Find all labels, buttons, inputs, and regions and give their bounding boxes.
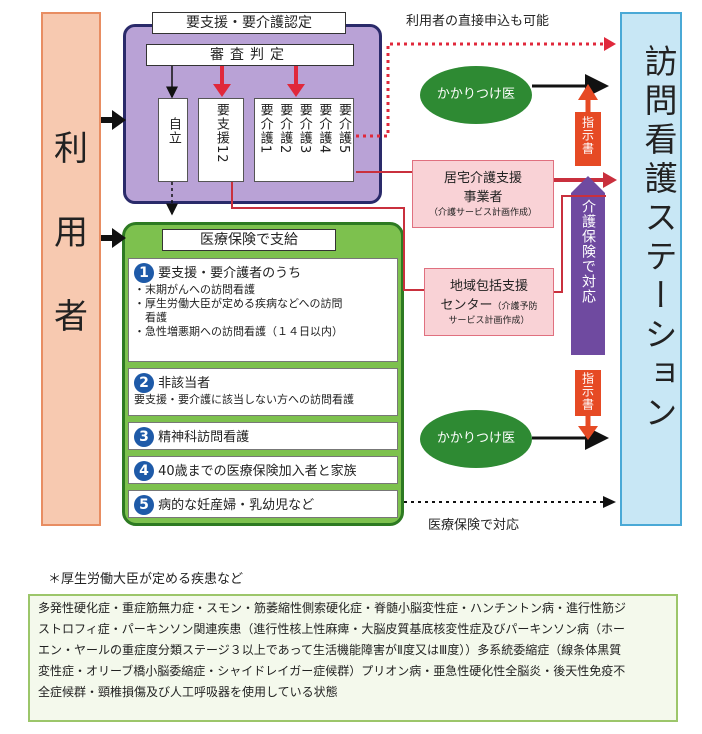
care-level-2: 要介護2 xyxy=(277,103,293,155)
family-doctor-top: かかりつけ医 xyxy=(420,66,532,124)
regional-to-care-col xyxy=(554,195,606,293)
care-level-4: 要介護4 xyxy=(316,103,332,155)
office-to-station-head xyxy=(603,172,617,188)
instruction-bottom: 指示書 xyxy=(575,370,601,416)
instruction-top-label: 指示書 xyxy=(580,116,595,155)
regional-line1: 地域包括支援 xyxy=(449,279,528,294)
item-head-2: 非該当者 xyxy=(158,376,211,391)
independent-label: 自立 xyxy=(165,117,181,145)
medical-item-3: 3 精神科訪問看護 xyxy=(128,422,398,450)
support-to-regional-line xyxy=(231,182,424,291)
item-number-3: 3 xyxy=(134,427,154,447)
item-1-sub-1: ・末期がんへの訪問看護 xyxy=(134,283,255,296)
review-label: 審査判定 xyxy=(146,44,354,66)
care-insurance-text: 介護保険で対応 xyxy=(580,199,596,304)
instruction-top-arrow-head xyxy=(578,84,598,100)
medical-item-5: 5 病的な妊産婦・乳幼児など xyxy=(128,490,398,518)
certification-title: 要支援・要介護認定 xyxy=(152,12,346,34)
user-label-char-3: 者 xyxy=(54,297,88,337)
medical-item-2: 2 非該当者 要支援・要介護に該当しない方への訪問看護 xyxy=(128,368,398,416)
footnote-title: ＊厚生労働大臣が定める疾患など xyxy=(48,572,244,587)
medical-title: 医療保険で支給 xyxy=(162,229,336,251)
independent-box: 自立 xyxy=(158,98,188,182)
item-number-2: 2 xyxy=(134,373,154,393)
instruction-bottom-head xyxy=(578,426,598,440)
item-number-4: 4 xyxy=(134,461,154,481)
review-to-support-head xyxy=(213,84,231,97)
care-insurance-up-head xyxy=(571,176,605,193)
footnote-line-2: ストロフィ症・パーキンソン関連疾患（進行性核上性麻痺・大脳皮質基底核変性症及びパ… xyxy=(38,622,626,636)
item-number-1: 1 xyxy=(134,263,154,283)
care-support-line2: 事業者 xyxy=(463,190,503,205)
regional-sub-b: サービス計画作成） xyxy=(448,316,530,326)
item-1-sub-4: ・急性増悪期への訪問看護（１４日以内） xyxy=(134,325,343,338)
footnote-box: 多発性硬化症・重症筋無力症・スモン・筋萎縮性側索硬化症・脊髄小脳変性症・ハンチン… xyxy=(28,594,678,722)
care-support-sub: （介護サービス計画作成） xyxy=(428,208,537,218)
item-1-sub-2: ・厚生労働大臣が定める疾病などへの訪問 xyxy=(134,297,343,310)
user-to-cert-head xyxy=(112,110,126,130)
footnote-line-3: エン・ヤールの重症度分類ステージ３以上であって生活機能障害がⅡ度又はⅢ度））多系… xyxy=(38,643,622,657)
item-head-3: 精神科訪問看護 xyxy=(158,430,250,445)
regional-line2: センター xyxy=(440,298,493,313)
support-box: 要支援12 xyxy=(198,98,244,182)
medical-item-1: 1 要支援・要介護者のうち ・末期がんへの訪問看護 ・厚生労働大臣が定める疾病な… xyxy=(128,258,398,362)
item-head-4: 40歳までの医療保険加入者と家族 xyxy=(158,464,357,479)
medical-to-station-head xyxy=(603,496,616,508)
station-column: 訪問看護ステーション xyxy=(620,12,682,526)
regional-center: 地域包括支援 センター（介護予防 サービス計画作成） xyxy=(424,268,554,336)
item-head-1: 要支援・要介護者のうち xyxy=(158,266,302,281)
care-level-5: 要介護5 xyxy=(335,103,351,155)
footnote-line-1: 多発性硬化症・重症筋無力症・スモン・筋萎縮性側索硬化症・脊髄小脳変性症・ハンチン… xyxy=(38,601,627,615)
medical-insurance-label: 医療保険で対応 xyxy=(428,518,520,533)
user-column: 利 用 者 xyxy=(41,12,101,526)
review-to-care-head xyxy=(287,84,305,97)
regional-sub-a: （介護予防 xyxy=(492,302,538,312)
user-to-medical-head xyxy=(112,228,126,248)
medical-item-4: 4 40歳までの医療保険加入者と家族 xyxy=(128,456,398,484)
care-support-office: 居宅介護支援 事業者 （介護サービス計画作成） xyxy=(412,160,554,228)
station-label: 訪問看護ステーション xyxy=(639,44,678,434)
care-level-1: 要介護1 xyxy=(257,103,273,155)
support-label: 要支援12 xyxy=(213,103,229,164)
item-head-5: 病的な妊産婦・乳幼児など xyxy=(158,498,315,513)
item-2-sub-1: 要支援・要介護に該当しない方への訪問看護 xyxy=(134,393,354,406)
user-label-char-1: 利 xyxy=(54,129,88,169)
direct-application-head xyxy=(604,37,616,51)
footnote-line-5: 全症候群・頸椎損傷及び人工呼吸器を使用している状態 xyxy=(38,685,338,699)
user-label-char-2: 用 xyxy=(54,213,88,253)
care-level-3: 要介護3 xyxy=(296,103,312,155)
footnote-line-4: 変性症・オリーブ橋小脳委縮症・シャイドレイガー症候群）プリオン病・亜急性硬化性全… xyxy=(38,664,626,678)
direct-application-note: 利用者の直接申込も可能 xyxy=(406,14,550,29)
item-1-sub-3: 看護 xyxy=(134,311,167,324)
instruction-top: 指示書 xyxy=(575,112,601,166)
item-number-5: 5 xyxy=(134,495,154,515)
care-support-line1: 居宅介護支援 xyxy=(443,171,522,186)
care-insurance-label: 介護保険で対応 xyxy=(571,193,605,355)
direct-application-dotted xyxy=(356,42,606,138)
instruction-bottom-label: 指示書 xyxy=(580,372,595,411)
family-doctor-bottom: かかりつけ医 xyxy=(420,410,532,468)
care-box: 要介護1 要介護2 要介護3 要介護4 要介護5 xyxy=(254,98,354,182)
